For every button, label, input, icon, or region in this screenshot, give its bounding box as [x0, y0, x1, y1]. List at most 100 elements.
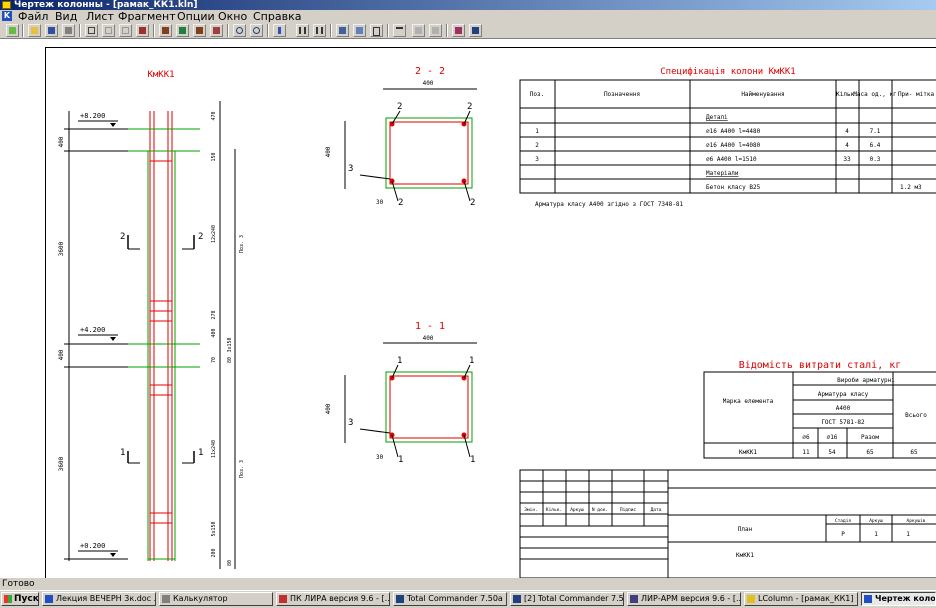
steel-title: Відомість витрати сталі, кг	[739, 359, 902, 371]
spec-header-pos: Поз.	[530, 91, 544, 98]
grid-button[interactable]	[336, 24, 349, 37]
exit-button[interactable]	[6, 24, 19, 37]
column-dim-right-4: 270	[211, 310, 217, 319]
floppy-icon	[48, 27, 55, 34]
section-1-1-title: 1 - 1	[415, 321, 445, 332]
section-button[interactable]	[370, 24, 383, 37]
word-icon	[45, 595, 53, 603]
drawing-svg: КмКК1	[58, 66, 936, 578]
menu-view[interactable]: Вид	[55, 10, 78, 23]
zoom-out-button[interactable]	[250, 24, 263, 37]
start-label: Пуск	[14, 594, 39, 604]
arrow4-button[interactable]	[210, 24, 223, 37]
taskbar-item-lir-arm[interactable]: ЛИР-АРМ версия 9.6 - [...	[627, 592, 741, 606]
steel-header-mark: Марка елемента	[723, 398, 774, 405]
menu-sheet[interactable]: Лист	[86, 10, 114, 23]
paste-button[interactable]	[102, 24, 115, 37]
play-button[interactable]	[412, 24, 425, 37]
help-button[interactable]	[469, 24, 482, 37]
taskbar: Пуск Лекция ВЕЧЕРН 3к.doc ... Калькулято…	[0, 590, 936, 608]
menu-file[interactable]: Файл	[18, 10, 49, 23]
column-elevation: КмКК1	[64, 70, 236, 569]
stamp-sheet-header: Аркуш	[869, 518, 883, 524]
table-button[interactable]	[353, 24, 366, 37]
spec-row-2-qty: 4	[845, 142, 849, 149]
drawing-canvas[interactable]: КмКК1	[0, 39, 936, 578]
column-pos-label-lower: Поз. 3	[239, 460, 245, 478]
spec-row-2-mass: 6.4	[870, 142, 881, 149]
spec-row-3-mass: 0.3	[870, 156, 881, 163]
taskbar-item-lira[interactable]: ПК ЛИРА версия 9.6 - [...	[276, 592, 390, 606]
column-dim-left-1: 400	[58, 136, 65, 147]
open-button[interactable]	[28, 24, 41, 37]
book-button[interactable]	[452, 24, 465, 37]
column-drawing-icon	[864, 595, 872, 603]
column-dim-right-1: 470	[211, 111, 217, 120]
section-2-2-cover: 30	[376, 199, 384, 206]
taskbar-item-total-commander-1[interactable]: Total Commander 7.50a ...	[393, 592, 507, 606]
toolbar-separator	[227, 24, 229, 37]
zoom-out-icon	[253, 27, 260, 34]
start-button[interactable]: Пуск	[1, 592, 39, 606]
menu-window[interactable]: Окно	[218, 10, 248, 23]
column-view-button[interactable]	[273, 24, 286, 37]
toolbar-separator	[446, 24, 448, 37]
taskbar-item-calculator[interactable]: Калькулятор	[159, 592, 273, 606]
frame-icon	[299, 27, 306, 34]
arrow-tool-icon	[196, 27, 203, 34]
cut-button[interactable]	[119, 24, 132, 37]
column-dim-right-7: 70	[211, 357, 217, 363]
steel-header-a400: A400	[836, 405, 851, 412]
arrow2-button[interactable]	[176, 24, 189, 37]
arrow-button[interactable]	[159, 24, 172, 37]
taskbar-item-total-commander-2[interactable]: [2] Total Commander 7.5...	[510, 592, 624, 606]
toolbar-separator	[22, 24, 24, 37]
title-bar[interactable]: Чертеж колонны - [рамак_КК1.kln]	[0, 0, 936, 10]
column-dim-right-12: 80	[227, 560, 233, 566]
copy-button[interactable]	[85, 24, 98, 37]
section-1-1-pos-tl: 1	[397, 356, 402, 366]
play-icon	[415, 27, 422, 34]
document-icon[interactable]: K	[2, 11, 12, 21]
save-button[interactable]	[45, 24, 58, 37]
menu-options[interactable]: Опции	[177, 10, 215, 23]
print-button[interactable]	[62, 24, 75, 37]
menu-bar: K Файл Вид Лист Фрагмент Опции Окно Спра…	[0, 10, 936, 23]
section-2-2-width-dim: 400	[423, 80, 434, 87]
arrow-tool-icon	[179, 27, 186, 34]
zoom-in-button[interactable]	[233, 24, 246, 37]
warning-button[interactable]	[429, 24, 442, 37]
fragment-button[interactable]	[136, 24, 149, 37]
spec-row-1-pos: 1	[535, 128, 539, 135]
section-icon	[373, 27, 380, 36]
stamp-header-date: Дата	[651, 507, 662, 513]
tbar-button[interactable]	[393, 24, 406, 37]
section-mark-2-right: 2	[198, 232, 203, 242]
column-dim-left-3: 400	[58, 349, 65, 360]
spec-row-3-qty: 33	[843, 156, 851, 163]
section-1-1-pos-side: 3	[348, 418, 353, 428]
column-dim-left-4: 3600	[58, 456, 65, 471]
sheet-border	[45, 47, 936, 578]
spec-row-2-name: ⌀16 A400 l=4080	[706, 142, 761, 149]
taskbar-item-column-drawing[interactable]: Чертеж колон	[861, 592, 936, 606]
menu-help[interactable]: Справка	[253, 10, 302, 23]
taskbar-item-word[interactable]: Лекция ВЕЧЕРН 3к.doc ...	[42, 592, 156, 606]
specification-table: Специфікація колони КмКК1 Поз. Позначенн…	[519, 67, 936, 208]
section-1-1-pos-br: 1	[470, 455, 475, 465]
section-1-1-pos-bl: 1	[398, 455, 403, 465]
arrow3-button[interactable]	[193, 24, 206, 37]
spec-material-note: 1.2 м3	[900, 184, 922, 191]
section-mark-2-left: 2	[120, 232, 125, 242]
stamp-header-change: Змін.	[524, 507, 538, 513]
spec-row-3-pos: 3	[535, 156, 539, 163]
spec-row-1-name: ⌀16 A400 l=4480	[706, 128, 761, 135]
frame-view-button[interactable]	[296, 24, 309, 37]
frame2-view-button[interactable]	[313, 24, 326, 37]
menu-fragment[interactable]: Фрагмент	[118, 10, 176, 23]
zoom-in-icon	[236, 27, 243, 34]
column-title: КмКК1	[147, 70, 174, 80]
spec-section-details: Деталі	[706, 114, 728, 121]
taskbar-item-lcolumn[interactable]: LColumn - [рамак_КК1]	[744, 592, 858, 606]
arrow-tool-icon	[213, 27, 220, 34]
